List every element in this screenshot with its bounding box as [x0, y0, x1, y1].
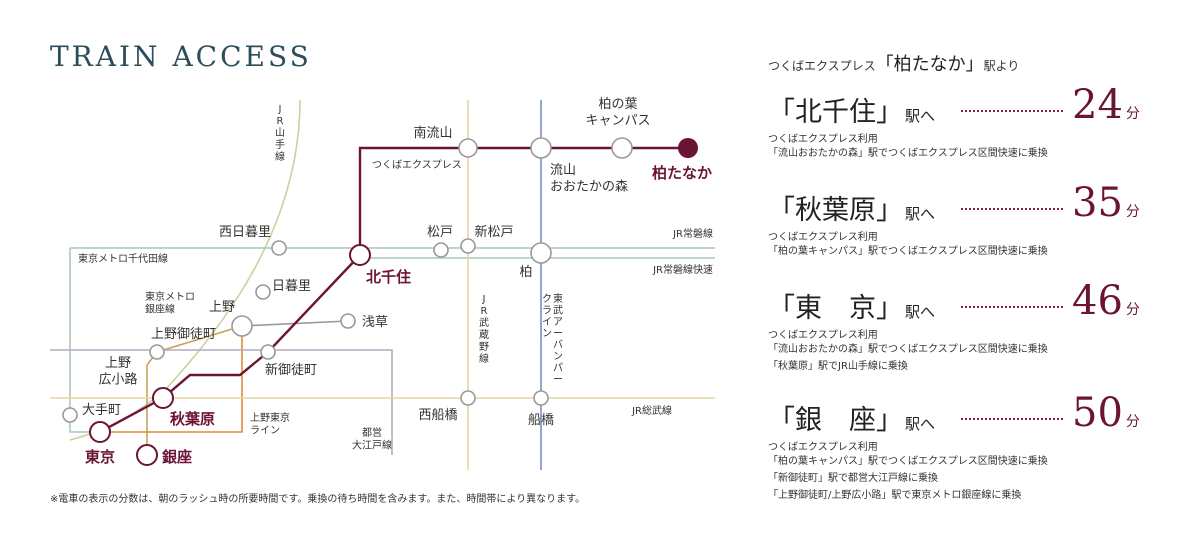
route-detail: 「流山おおたかの森」駅でつくばエクスプレス区間快速に乗換: [768, 344, 1048, 355]
dotted-leader: [961, 418, 1063, 420]
label-kashiwanoha-campus: 柏の葉キャンパス: [585, 97, 650, 128]
dotted-leader: [961, 306, 1063, 308]
station-funabashi: [533, 390, 549, 406]
route-via: つくばエクスプレス利用: [768, 232, 878, 243]
label-nishi-nippori: 西日暮里: [219, 225, 271, 240]
station-akihabara: [152, 387, 174, 409]
label-ueno-hirokoji: 上野広小路: [98, 356, 137, 387]
route-detail: 「秋葉原」駅でJR山手線に乗換: [768, 361, 908, 372]
dotted-leader: [961, 110, 1063, 112]
station-ueno-okachimachi: [149, 344, 165, 360]
route-via: つくばエクスプレス利用: [768, 330, 878, 341]
station-ginza: [136, 444, 158, 466]
station-kashiwa-tanaka: [678, 138, 698, 158]
label-jr-joban-rapid: JR常磐線快速: [652, 263, 713, 276]
station-nishi-funabashi: [460, 390, 476, 406]
line-tsukuba-express: [99, 146, 688, 434]
label-toei-oedo: 都営大江戸線: [352, 426, 392, 452]
station-ueno: [231, 315, 253, 337]
route-detail: 「柏の葉キャンパス」駅でつくばエクスプレス区間快速に乗換: [768, 246, 1048, 257]
route-detail: 「上野御徒町/上野広小路」駅で東京メトロ銀座線に乗換: [768, 490, 1022, 501]
line-jr-yamanote: [69, 99, 301, 441]
label-shin-matsudo: 新松戸: [474, 224, 513, 240]
line-ueno-tokyo: [100, 326, 243, 433]
label-kita-senju: 北千住: [366, 268, 411, 286]
station-kita-senju: [349, 244, 371, 266]
route-station: 「秋葉原」駅へ: [768, 195, 936, 226]
station-kashiwa: [530, 242, 552, 264]
label-tobu-urban-park: 東武アーバンパークライン: [542, 292, 563, 386]
station-nippori: [255, 284, 271, 300]
label-ueno: 上野: [209, 300, 235, 315]
station-nishi-nippori: [271, 240, 287, 256]
route-station: 「東 京」駅へ: [768, 293, 936, 324]
label-matsudo: 松戸: [427, 225, 453, 240]
station-matsudo: [433, 242, 449, 258]
page-title: TRAIN ACCESS: [50, 40, 312, 73]
station-tokyo: [89, 421, 111, 443]
route-via: つくばエクスプレス利用: [768, 442, 878, 453]
route-station: 「銀 座」駅へ: [768, 405, 936, 436]
label-tokyo: 東京: [85, 448, 115, 466]
label-ueno-tokyo-line: 上野東京ライン: [250, 411, 290, 437]
station-shin-okachimachi: [260, 344, 276, 360]
station-otemachi: [62, 407, 78, 423]
dotted-leader: [961, 208, 1063, 210]
label-otemachi: 大手町: [82, 403, 121, 418]
label-akihabara: 秋葉原: [170, 410, 215, 428]
label-jr-joban: JR常磐線: [672, 227, 713, 240]
footnote: ※電車の表示の分数は、朝のラッシュ時の所要時間です。乗換の待ち時間を含みます。ま…: [50, 494, 586, 505]
label-nishi-funabashi: 西船橋: [418, 408, 457, 423]
label-minami-nagareyama: 南流山: [413, 125, 452, 141]
label-nippori: 日暮里: [272, 279, 311, 294]
route-detail: 「流山おおたかの森」駅でつくばエクスプレス区間快速に乗換: [768, 148, 1048, 159]
label-asakusa: 浅草: [362, 315, 388, 330]
label-kashiwa: 柏: [519, 265, 532, 280]
label-ueno-okachimachi: 上野御徒町: [151, 327, 216, 342]
station-asakusa: [340, 313, 356, 329]
label-ginza: 銀座: [162, 448, 192, 466]
label-jr-sobu: JR総武線: [631, 404, 672, 417]
label-metro-ginza: 東京メトロ銀座線: [145, 290, 195, 316]
label-nagareyama-otakanomori: 流山おおたかの森: [550, 163, 628, 194]
intro-station: 「柏たなか」: [875, 54, 984, 75]
station-shin-matsudo: [460, 238, 476, 254]
route-via: つくばエクスプレス利用: [768, 134, 878, 145]
line-metro-ginza: [146, 325, 243, 455]
station-kashiwanoha-campus: [611, 137, 633, 159]
intro-prefix: つくばエクスプレス: [768, 59, 876, 73]
station-nagareyama-otakanomori: [530, 137, 552, 159]
route-detail: 「柏の葉キャンパス」駅でつくばエクスプレス区間快速に乗換: [768, 456, 1048, 467]
label-tsukuba-express: つくばエクスプレス: [372, 159, 462, 171]
intro-suffix: 駅より: [983, 59, 1020, 73]
route-detail: 「新御徒町」駅で都営大江戸線に乗換: [768, 473, 938, 484]
label-funabashi: 船橋: [528, 413, 554, 428]
access-intro: つくばエクスプレス「柏たなか」駅より: [768, 50, 1019, 76]
route-station: 「北千住」駅へ: [768, 97, 936, 128]
label-kashiwa-tanaka: 柏たなか: [652, 164, 712, 182]
label-shin-okachimachi: 新御徒町: [265, 362, 317, 378]
label-metro-chiyoda: 東京メトロ千代田線: [78, 252, 168, 265]
station-minami-nagareyama: [458, 138, 478, 158]
